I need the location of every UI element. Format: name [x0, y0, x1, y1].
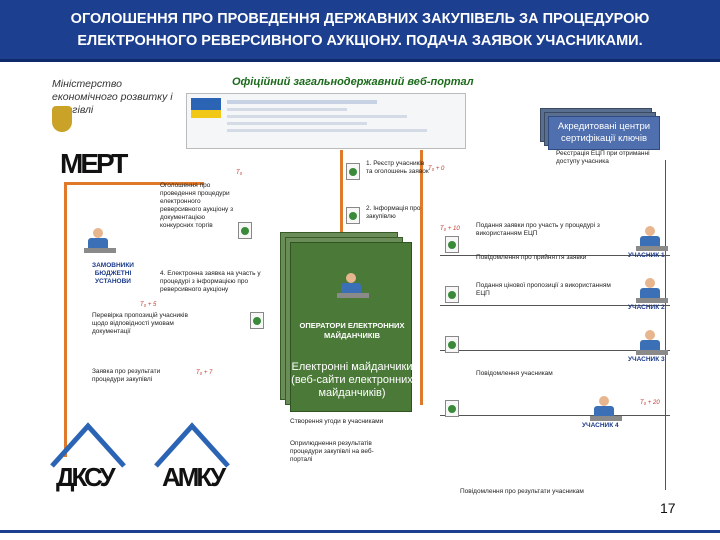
operators-label: ОПЕРАТОРИ ЕЛЕКТРОННИХ МАЙДАНЧИКІВ — [299, 321, 405, 340]
title-line-2: ЕЛЕКТРОННОГО РЕВЕРСИВНОГО АУКЦІОНУ. ПОДА… — [77, 33, 643, 49]
note-results: Заявка про результати процедури закупівл… — [92, 368, 161, 383]
time-label: T₀ + 0 — [428, 166, 445, 172]
participant-2-icon — [636, 278, 668, 304]
portal-screenshot — [186, 93, 466, 149]
document-icon — [445, 336, 459, 353]
time-label: T₀ + 5 — [140, 302, 157, 308]
connector-line — [440, 350, 670, 351]
participant-4-label: УЧАСНИК 4 — [582, 422, 619, 429]
step-register: 1. Реєстр учасників та оголошень заявок — [366, 160, 429, 175]
document-icon — [238, 222, 252, 239]
ministry-emblem — [52, 106, 72, 132]
slide-title: ОГОЛОШЕННЯ ПРО ПРОВЕДЕННЯ ДЕРЖАВНИХ ЗАКУ… — [0, 0, 720, 62]
document-icon — [346, 163, 360, 180]
customer-person-icon — [84, 228, 116, 254]
dksu-emblem-icon — [50, 422, 126, 468]
time-label: T₀ — [236, 170, 243, 176]
document-icon — [445, 286, 459, 303]
title-line-1: ОГОЛОШЕННЯ ПРО ПРОВЕДЕННЯ ДЕРЖАВНИХ ЗАКУ… — [70, 11, 650, 27]
bottom-rule — [0, 530, 720, 533]
connector-line — [420, 150, 423, 405]
note-participants: Повідомлення учасникам — [476, 370, 553, 377]
page-number: 17 — [660, 500, 676, 516]
participant-3-label: УЧАСНИК 3 — [628, 356, 665, 363]
time-label: T₀ + 10 — [440, 226, 460, 232]
operator-person-icon — [337, 273, 369, 299]
note-ecp-registration: Реєстрація ЕЦП при отриманні доступу уча… — [556, 150, 650, 165]
document-icon — [250, 312, 264, 329]
marketplaces-label: Електронні майданчики (веб-сайти електро… — [291, 361, 413, 399]
mert-logo: МЕРТ — [60, 148, 128, 179]
participant-1-icon — [636, 226, 668, 252]
connector-line — [440, 415, 670, 416]
cert-centers-label: Акредитовані центри сертифікації ключів — [548, 116, 660, 150]
participant-4-icon — [590, 396, 622, 422]
operators-stack: ОПЕРАТОРИ ЕЛЕКТРОННИХ МАЙДАНЧИКІВ Електр… — [280, 232, 413, 412]
note-price-offer: Подання цінової пропозиції з використанн… — [476, 282, 611, 297]
note-accepted: Повідомлення про прийняття заявки — [476, 254, 587, 261]
note-submit-application: Подання заявки про участь у процедурі з … — [476, 222, 600, 237]
document-icon — [445, 400, 459, 417]
note-results-participants: Повідомлення про результати учасникам — [460, 488, 584, 495]
step-info: 2. Інформація про закупівлю — [366, 205, 421, 220]
cert-centers-stack: Акредитовані центри сертифікації ключів — [540, 108, 660, 150]
connector-line — [440, 305, 670, 306]
connector-line — [64, 182, 204, 185]
document-icon — [346, 207, 360, 224]
note-publication: Оприлюднення результатів процедури закуп… — [290, 440, 374, 463]
dksu-logo: ДКСУ — [56, 462, 116, 492]
document-icon — [445, 236, 459, 253]
connector-line — [440, 255, 670, 256]
participant-2-label: УЧАСНИК 2 — [628, 304, 665, 311]
note-application: 4. Електронна заявка на участь у процеду… — [160, 270, 261, 293]
connector-line — [64, 185, 67, 457]
connector-line — [340, 150, 343, 235]
note-agreement: Створення угоди в учасниками — [290, 418, 384, 425]
note-verification: Перевірка пропозицій учасників щодо відп… — [92, 312, 188, 335]
customer-label: ЗАМОВНИКИ БЮДЖЕТНІ УСТАНОВИ — [92, 262, 134, 285]
participant-3-icon — [636, 330, 668, 356]
note-announcement: Оголошення про проведення процедури елек… — [160, 182, 234, 229]
amku-emblem-icon — [154, 422, 230, 468]
time-label: T₀ + 20 — [640, 400, 660, 406]
time-label: T₀ + 7 — [196, 370, 213, 376]
portal-title: Офіційний загальнодержавний веб-портал — [232, 76, 474, 88]
participant-1-label: УЧАСНИК 1 — [628, 252, 665, 259]
connector-line — [665, 160, 666, 490]
amku-logo: АМКУ — [162, 462, 226, 492]
